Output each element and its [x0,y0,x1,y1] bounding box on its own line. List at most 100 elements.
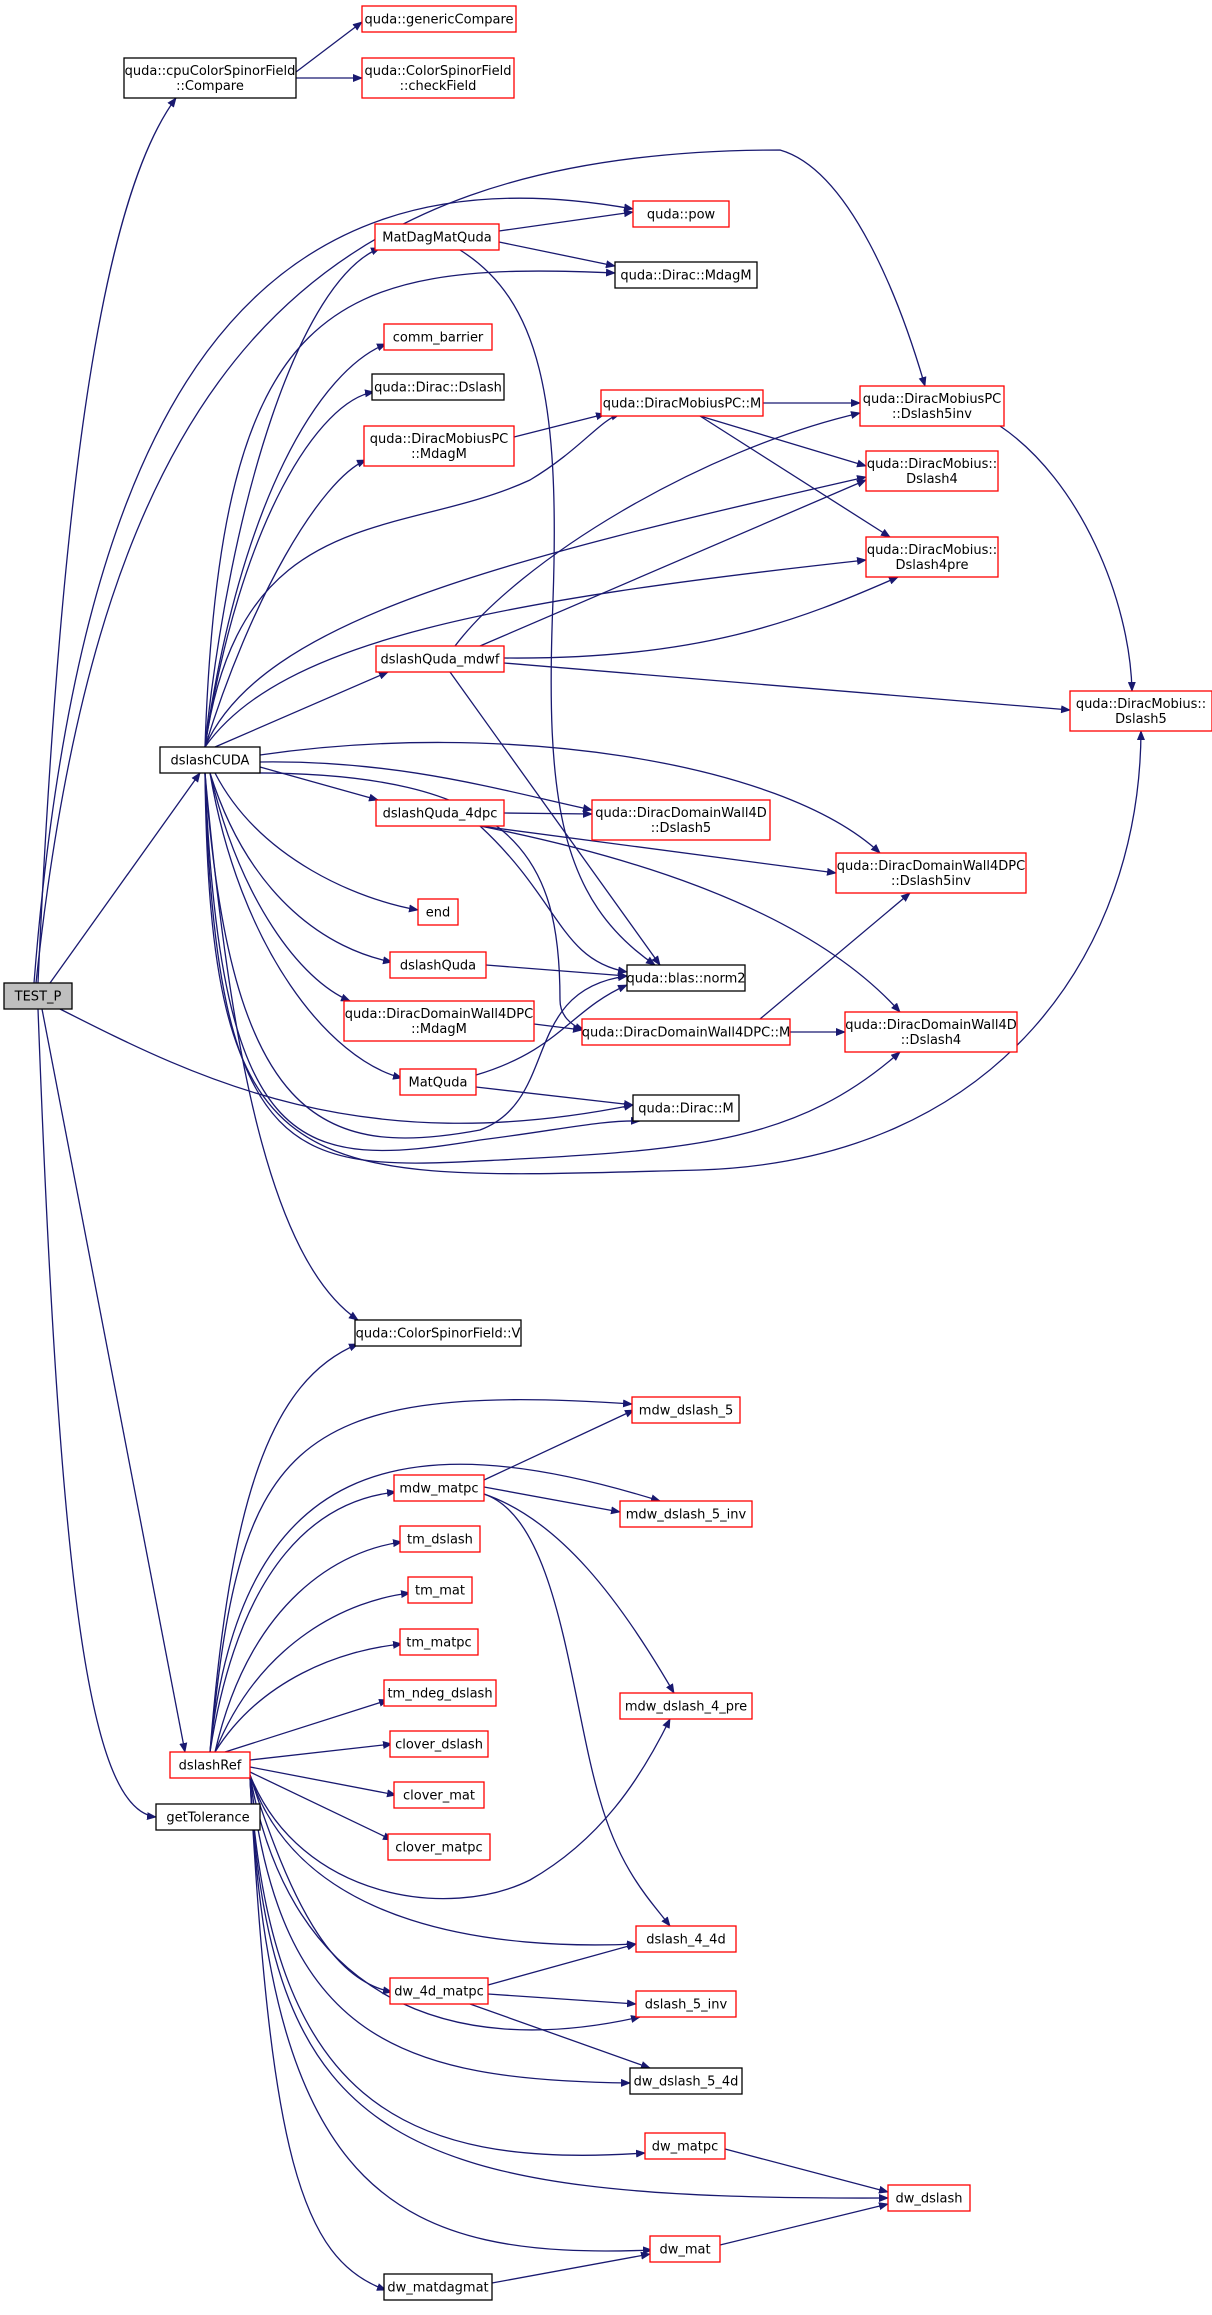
node-tm-mat[interactable]: tm_mat [407,1576,473,1604]
edge-dslash_cuda-to-dw4dpc_m [239,772,585,1031]
node-box [635,1990,737,2018]
node-dw-dslash-5-4d[interactable]: dw_dslash_5_4d [629,2067,743,2095]
node-label: dslashQuda [400,959,476,974]
node-mdw-dslash-5-inv[interactable]: mdw_dslash_5_inv [619,1500,753,1528]
node-dslash-ref[interactable]: dslashRef [169,1751,251,1779]
node-end[interactable]: end [417,898,459,926]
node-matquda[interactable]: MatQuda [399,1068,477,1096]
node-box [3,982,73,1010]
node-label: dslash_5_inv [645,1998,728,2013]
node-mobius-dslash5[interactable]: quda::DiracMobius::Dslash5 [1069,690,1212,732]
node-box [844,1011,1018,1053]
node-dw-4d-matpc[interactable]: dw_4d_matpc [389,1977,489,2005]
node-box [389,1977,489,2005]
node-mdw-dslash-5[interactable]: mdw_dslash_5 [631,1396,741,1424]
edge-dslash_ref-to-dslash_5_inv [249,1774,641,2031]
node-comm-barrier[interactable]: comm_barrier [383,323,493,351]
node-dslash-5-inv[interactable]: dslash_5_inv [635,1990,737,2018]
node-mobius-dslash4pre[interactable]: quda::DiracMobius::Dslash4pre [865,536,999,578]
node-dw4d-dslash4[interactable]: quda::DiracDomainWall4D::Dslash4 [844,1011,1018,1053]
node-label: MatDagMatQuda [382,231,491,246]
node-dslash-4-4d[interactable]: dslash_4_4d [635,1925,737,1953]
node-tm-matpc[interactable]: tm_matpc [399,1628,479,1656]
node-dw-mat[interactable]: dw_mat [649,2235,721,2263]
node-blas-norm2[interactable]: quda::blas::norm2 [626,964,746,992]
node-label: getTolerance [166,1811,249,1826]
node-dw-matpc[interactable]: dw_matpc [644,2132,726,2160]
edge-dslashquda_mdwf-to-blas_norm2 [449,671,661,966]
node-box [169,1751,251,1779]
node-dw4dpc-m[interactable]: quda::DiracDomainWall4DPC::M [581,1018,791,1046]
node-dw4dpc-dslash5inv[interactable]: quda::DiracDomainWall4DPC::Dslash5inv [835,852,1027,894]
node-dslashquda[interactable]: dslashQuda [389,951,487,979]
node-clover-matpc[interactable]: clover_matpc [387,1833,491,1861]
node-check-field[interactable]: quda::ColorSpinorField::checkField [361,57,515,99]
node-box [123,57,297,99]
node-tm-dslash[interactable]: tm_dslash [399,1525,481,1553]
node-mdagm[interactable]: quda::Dirac::MdagM [614,261,758,289]
edge-dslash_ref-to-dw_dslash_5_4d [249,1774,631,2087]
node-label: dw_4d_matpc [394,1985,484,2000]
node-box [600,389,764,417]
edge-dw_mat-to-dw_dslash [719,2202,889,2246]
node-box [859,385,1005,427]
node-pow[interactable]: quda::pow [632,200,730,228]
edge-dslash_cuda-to-mobiuspc_mdagm [204,459,367,748]
node-clover-mat[interactable]: clover_mat [393,1781,485,1809]
node-dslash5inv[interactable]: quda::DiracMobiusPC::Dslash5inv [859,385,1005,427]
node-box [343,1000,535,1042]
node-dslashquda-mdwf[interactable]: dslashQuda_mdwf [375,645,505,673]
node-box [649,2235,721,2263]
edge-mdw_matpc-to-mdw_dslash_5_inv [483,1486,621,1515]
node-box [614,261,758,289]
edge-dw_matdagmat-to-dw_mat [491,2251,651,2284]
node-tm-ndeg-dslash[interactable]: tm_ndeg_dslash [383,1679,497,1707]
node-box [375,799,505,827]
node-label: quda::Dirac::Dslash [374,381,502,396]
node-mdw-dslash-4-pre[interactable]: mdw_dslash_4_pre [619,1692,753,1720]
node-box [629,2067,743,2095]
node-dw4dpc-mdagm[interactable]: quda::DiracDomainWall4DPC::MdagM [343,1000,535,1042]
node-matdagmatquda[interactable]: MatDagMatQuda [374,223,500,251]
node-label: dw_matpc [652,2140,719,2155]
node-label: tm_ndeg_dslash [387,1687,492,1702]
node-mobius-dslash4[interactable]: quda::DiracMobius::Dslash4 [865,450,999,492]
node-box [399,1628,479,1656]
edge-dslash_ref-to-mdw_dslash_5_inv [209,1463,661,1753]
node-label: quda::genericCompare [364,13,513,28]
edge-dslashquda_mdwf-to-mobius_dslash5 [503,662,1071,714]
node-label: tm_matpc [406,1636,471,1651]
node-get-tolerance[interactable]: getTolerance [155,1803,261,1831]
node-mobiuspc-m[interactable]: quda::DiracMobiusPC::M [600,389,764,417]
node-mdw-matpc[interactable]: mdw_matpc [393,1474,485,1502]
edge-mdw_matpc-to-dslash_4_4d [483,1493,671,1927]
node-label: mdw_dslash_4_pre [625,1700,747,1715]
node-dw4d-dslash5[interactable]: quda::DiracDomainWall4D::Dslash5 [591,799,771,841]
node-test-p[interactable]: TEST_P [3,982,73,1010]
edge-dw_4d_matpc-to-dslash_5_inv [487,1993,637,2008]
node-clover-dslash[interactable]: clover_dslash [389,1730,489,1758]
node-box [619,1692,753,1720]
node-csf-v[interactable]: quda::ColorSpinorField::V [354,1319,522,1347]
node-generic-compare[interactable]: quda::genericCompare [361,5,517,33]
node-dslash-cuda[interactable]: dslashCUDA [159,746,261,774]
edge-dslashquda_mdwf-to-mobius_dslash4pre [503,576,899,659]
edge-dslash_ref-to-clover_dslash [249,1741,393,1761]
node-box [361,57,515,99]
node-cpu-compare[interactable]: quda::cpuColorSpinorField::Compare [123,57,297,99]
node-dslashquda-4dpc[interactable]: dslashQuda_4dpc [375,799,505,827]
node-mobiuspc-mdagm[interactable]: quda::DiracMobiusPC::MdagM [363,425,515,467]
node-box [383,323,493,351]
edge-dslash_ref-to-clover_mat [249,1766,397,1798]
node-dw-dslash[interactable]: dw_dslash [887,2184,971,2212]
node-dw-matdagmat[interactable]: dw_matdagmat [383,2273,493,2301]
edge-dslash_cuda-to-dslashquda_4dpc [259,766,379,802]
edge-dw4dpc_mdagm-to-dw4dpc_m [533,1023,583,1033]
edge-dslash_cuda-to-dirac_m [204,772,641,1152]
edge-test_p-to-cpu_compare [37,97,177,984]
edge-mdw_matpc-to-mdw_dslash_5 [483,1409,635,1481]
node-dirac-dslash[interactable]: quda::Dirac::Dslash [371,373,505,401]
node-dirac-m[interactable]: quda::Dirac::M [632,1094,740,1122]
node-box [371,373,505,401]
